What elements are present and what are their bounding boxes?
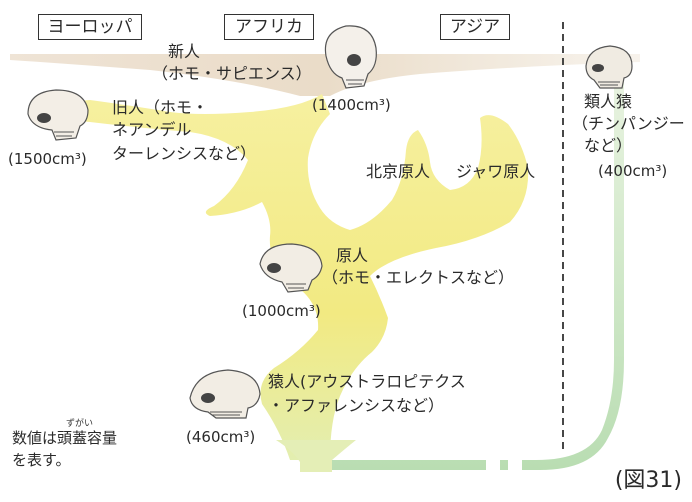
region-asia: アジア: [440, 14, 510, 40]
apes-name: 類人猿: [584, 92, 633, 111]
neanderthal-volume: (1500cm³): [8, 150, 87, 168]
region-africa: アフリカ: [224, 14, 314, 40]
erectus-name: 原人: [336, 246, 369, 265]
sapiens-skull-icon: [324, 25, 377, 89]
note-ruby: ずがい: [66, 419, 94, 429]
peking-man-label: 北京原人: [366, 162, 431, 181]
figure-number: (図31): [614, 468, 682, 493]
erectus-scientific: （ホモ・エレクトスなど）: [322, 268, 515, 287]
sapiens-scientific: （ホモ・サピエンス）: [152, 64, 312, 83]
australopithecus-skull-icon: [189, 369, 261, 419]
sapiens-volume: (1400cm³): [312, 96, 391, 114]
australopithecus-line2: ・アファレンシスなど）: [268, 396, 445, 415]
erectus-volume: (1000cm³): [242, 302, 321, 320]
ape-skull-icon: [585, 45, 633, 89]
note-line2: を表す。: [12, 451, 71, 469]
apes-line2: （チンパンジー: [572, 114, 685, 133]
trunk-base: [276, 440, 356, 472]
australopithecus-volume: (460cm³): [186, 428, 256, 446]
note-line1: 数値は頭蓋容量: [12, 429, 118, 447]
region-europe: ヨーロッパ: [38, 14, 142, 40]
neanderthal-skull-icon: [27, 89, 89, 141]
sapiens-band: [10, 54, 640, 96]
apes-volume: (400cm³): [598, 162, 668, 180]
neanderthal-line3: ターレンシスなど）: [112, 144, 257, 163]
sapiens-name: 新人: [168, 42, 201, 61]
neanderthal-line2: ネアンデル: [112, 120, 192, 139]
erectus-skull-icon: [259, 243, 323, 293]
apes-line3: など）: [584, 136, 633, 155]
neanderthal-line1: 旧人（ホモ・: [112, 98, 209, 117]
java-man-label: ジャワ原人: [456, 162, 536, 181]
australopithecus-line1: 猿人(アウストラロピテクス: [268, 372, 466, 391]
